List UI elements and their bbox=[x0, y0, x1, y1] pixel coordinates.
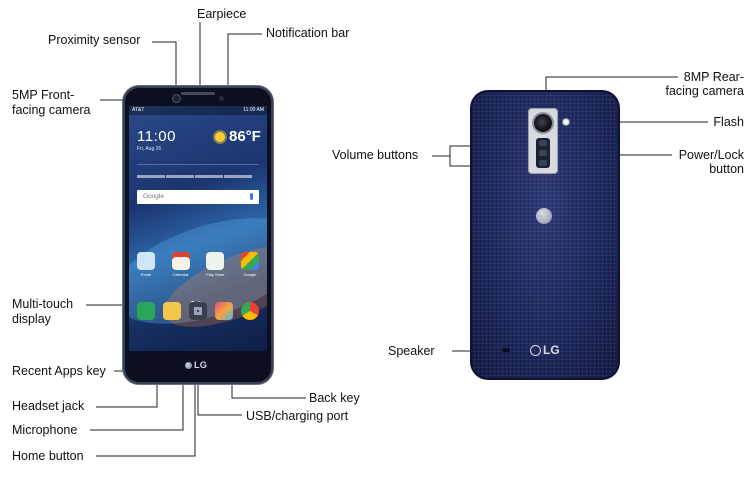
chrome-app-icon bbox=[241, 302, 259, 320]
earpiece-slot bbox=[181, 92, 215, 95]
app-caption: Play Store bbox=[206, 272, 225, 277]
front-camera-label-line1: 5MP Front- bbox=[12, 88, 75, 102]
flash-led bbox=[563, 119, 569, 125]
rear-camera-label-line1: 8MP Rear- bbox=[683, 70, 744, 84]
notification-bar-label: Notification bar bbox=[266, 26, 350, 40]
notification-bar-leader bbox=[227, 33, 262, 110]
camera-app-icon bbox=[189, 302, 207, 320]
rear-phone: LG bbox=[470, 90, 620, 380]
app-caption: Email bbox=[140, 272, 151, 277]
speaker-grille bbox=[502, 348, 510, 352]
email-app-icon: Email bbox=[137, 252, 155, 277]
speaker-label: Speaker bbox=[388, 344, 435, 358]
rear-camera-label-line2: facing camera bbox=[665, 84, 744, 98]
proximity-sensor-dot bbox=[219, 96, 224, 101]
weather-forecast-strip bbox=[137, 164, 259, 181]
status-bar: AT&T 11:00 AM bbox=[129, 106, 267, 115]
power-lock-key bbox=[539, 150, 547, 156]
volume-buttons-label: Volume buttons bbox=[332, 148, 419, 162]
play-store-app-icon: Play Store bbox=[206, 252, 225, 277]
rear-lg-logo: LG bbox=[530, 343, 560, 357]
headset-jack-leader bbox=[96, 384, 158, 408]
multitouch-screen: AT&T 11:00 AM 11:00 Fri, Aug 26 86°F Goo… bbox=[129, 106, 267, 351]
recent-apps-key-label: Recent Apps key bbox=[12, 364, 106, 378]
microphone-leader bbox=[90, 384, 184, 431]
weather-temperature: 86°F bbox=[229, 128, 261, 145]
phone-app-icon bbox=[137, 302, 155, 320]
power-lock-label-line1: Power/Lock bbox=[678, 148, 744, 162]
multitouch-label-line2: display bbox=[12, 312, 51, 326]
dock-app-row bbox=[137, 302, 259, 320]
back-key-label: Back key bbox=[309, 391, 360, 405]
app-caption: Calendar bbox=[172, 272, 189, 277]
front-logo-text: LG bbox=[194, 360, 208, 370]
messaging-app-icon bbox=[163, 302, 181, 320]
proximity-sensor-label: Proximity sensor bbox=[48, 33, 141, 47]
home-clock: 11:00 bbox=[137, 128, 176, 145]
rear-logo-text: LG bbox=[543, 343, 560, 357]
proximity-sensor-leader bbox=[152, 41, 177, 96]
google-search-widget: Google bbox=[137, 190, 259, 204]
att-globe-icon bbox=[185, 362, 192, 369]
microphone-label: Microphone bbox=[12, 423, 78, 437]
att-globe-logo bbox=[536, 208, 552, 224]
usb-port-label: USB/charging port bbox=[246, 409, 349, 423]
headset-jack-label: Headset jack bbox=[12, 399, 85, 413]
flash-label: Flash bbox=[713, 115, 744, 129]
home-app-row: Email Calendar Play Store Google bbox=[137, 252, 259, 277]
volume-up-button bbox=[539, 140, 547, 146]
mic-icon bbox=[250, 193, 253, 200]
home-button-label: Home button bbox=[12, 449, 84, 463]
front-logo: LG bbox=[185, 360, 207, 370]
gallery-app-icon bbox=[215, 302, 233, 320]
earpiece-label: Earpiece bbox=[197, 7, 247, 21]
google-folder-icon: Google bbox=[240, 252, 259, 277]
multitouch-label-line1: Multi-touch bbox=[12, 297, 74, 311]
rear-key-cluster bbox=[536, 138, 550, 168]
search-widget-label: Google bbox=[143, 193, 164, 200]
front-camera-label-line2: facing camera bbox=[12, 103, 91, 117]
home-button-leader bbox=[96, 353, 196, 457]
rear-camera-lens bbox=[534, 114, 552, 132]
power-lock-label-line2: button bbox=[709, 162, 744, 176]
status-time: 11:00 AM bbox=[243, 107, 264, 113]
volume-down-button bbox=[539, 160, 547, 166]
rear-camera-housing bbox=[528, 108, 558, 174]
sun-icon bbox=[215, 132, 225, 142]
calendar-app-icon: Calendar bbox=[171, 252, 190, 277]
home-date: Fri, Aug 26 bbox=[137, 146, 162, 152]
usb-port-leader bbox=[197, 384, 242, 416]
lg-circle-icon bbox=[530, 345, 541, 356]
carrier-label: AT&T bbox=[132, 107, 145, 113]
front-phone: AT&T 11:00 AM 11:00 Fri, Aug 26 86°F Goo… bbox=[123, 86, 273, 384]
front-camera-lens bbox=[173, 95, 180, 102]
app-caption: Google bbox=[243, 272, 257, 277]
